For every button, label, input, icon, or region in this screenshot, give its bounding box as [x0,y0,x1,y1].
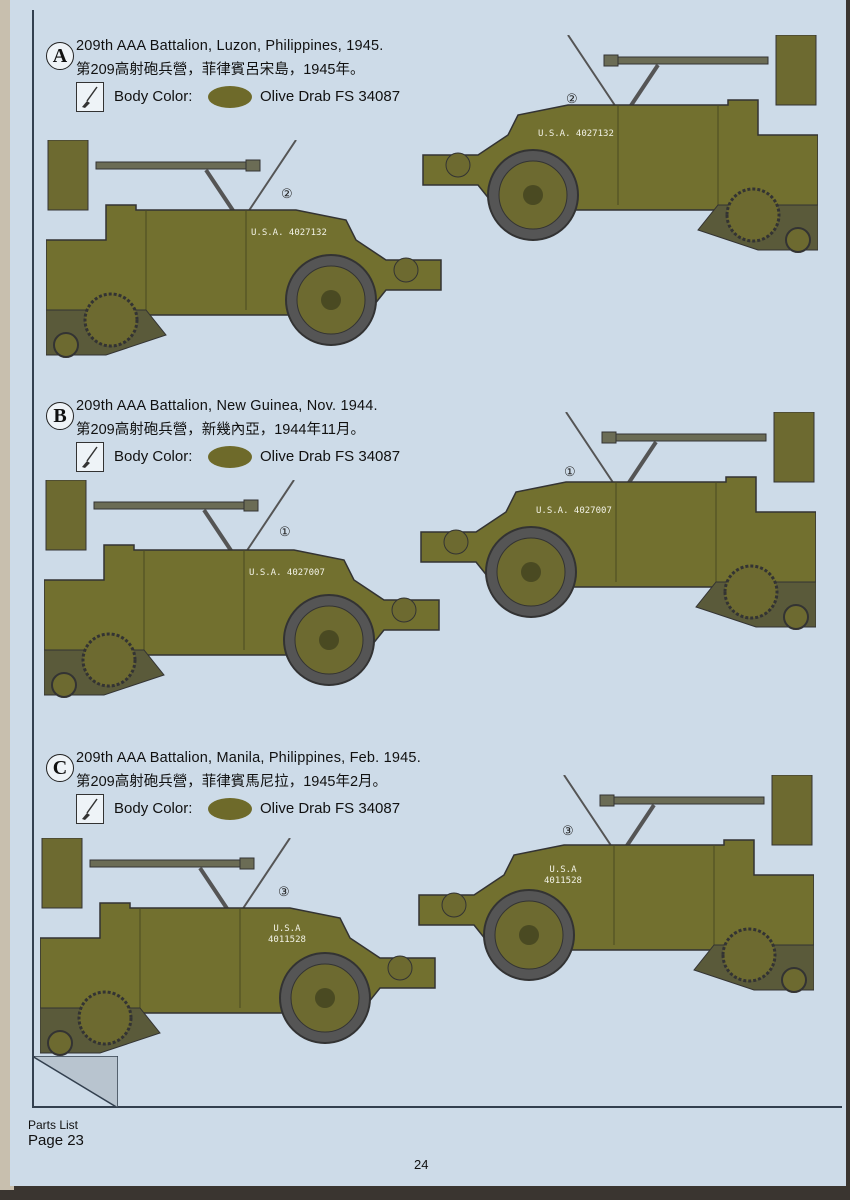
vehicle-b-left-side: ① U.S.A. 4027007 [44,480,444,700]
body-color-row: Body Color: Olive Drab FS 34087 [76,82,476,112]
serial-number: U.S.A. 4027007 [249,568,325,578]
section-title-english: 209th AAA Battalion, Luzon, Philippines,… [76,38,384,54]
serial-number: U.S.A. 4027007 [536,506,612,516]
olive-drab-swatch [208,446,252,468]
vehicle-a-right-side: ② U.S.A. 4027132 [418,35,818,255]
vehicle-c-left-side: ③ U.S.A 4011528 [40,838,440,1058]
serial-number: U.S.A. 4027132 [251,228,327,238]
marking-callout: ① [564,464,576,479]
marking-callout: ① [279,524,291,539]
marking-callout: ③ [562,823,574,838]
page-corner-fold [32,1056,118,1108]
body-color-row: Body Color: Olive Drab FS 34087 [76,794,476,824]
color-name: Olive Drab FS 34087 [260,448,401,465]
parts-list-label: Parts List [28,1118,79,1132]
section-title-chinese: 第209高射砲兵營，菲律賓馬尼拉，1945年2月。 [76,774,388,790]
paintbrush-icon [76,794,104,824]
body-color-row: Body Color: Olive Drab FS 34087 [76,442,476,472]
olive-drab-swatch [208,86,252,108]
body-color-label: Body Color: [114,800,193,817]
marking-callout: ③ [278,884,290,899]
serial-number: U.S.A 4011528 [544,865,582,886]
vehicle-a-left-side: ② U.S.A. 4027132 [46,140,446,360]
body-color-label: Body Color: [114,88,193,105]
parts-list-reference: Parts List Page 23 [28,1118,84,1149]
page-number: 24 [414,1157,429,1172]
section-letter-badge: C [46,754,74,782]
serial-number: U.S.A 4011528 [268,924,306,945]
color-name: Olive Drab FS 34087 [260,800,401,817]
paintbrush-icon [76,82,104,112]
vehicle-b-right-side: ① U.S.A. 4027007 [416,412,816,632]
section-title-english: 209th AAA Battalion, New Guinea, Nov. 19… [76,398,378,414]
marking-callout: ② [566,91,578,106]
section-letter-badge: A [46,42,74,70]
serial-number: U.S.A. 4027132 [538,129,614,139]
section-title-chinese: 第209高射砲兵營，菲律賓呂宋島，1945年。 [76,62,365,78]
vehicle-c-right-side: ③ U.S.A 4011528 [414,775,814,995]
olive-drab-swatch [208,798,252,820]
parts-list-page: Page 23 [28,1132,84,1149]
page-frame [32,10,842,1108]
paintbrush-icon [76,442,104,472]
body-color-label: Body Color: [114,448,193,465]
marking-callout: ② [281,186,293,201]
color-name: Olive Drab FS 34087 [260,88,401,105]
section-title-english: 209th AAA Battalion, Manila, Philippines… [76,750,421,766]
section-title-chinese: 第209高射砲兵營，新幾內亞，1944年11月。 [76,422,366,438]
section-letter-badge: B [46,402,74,430]
